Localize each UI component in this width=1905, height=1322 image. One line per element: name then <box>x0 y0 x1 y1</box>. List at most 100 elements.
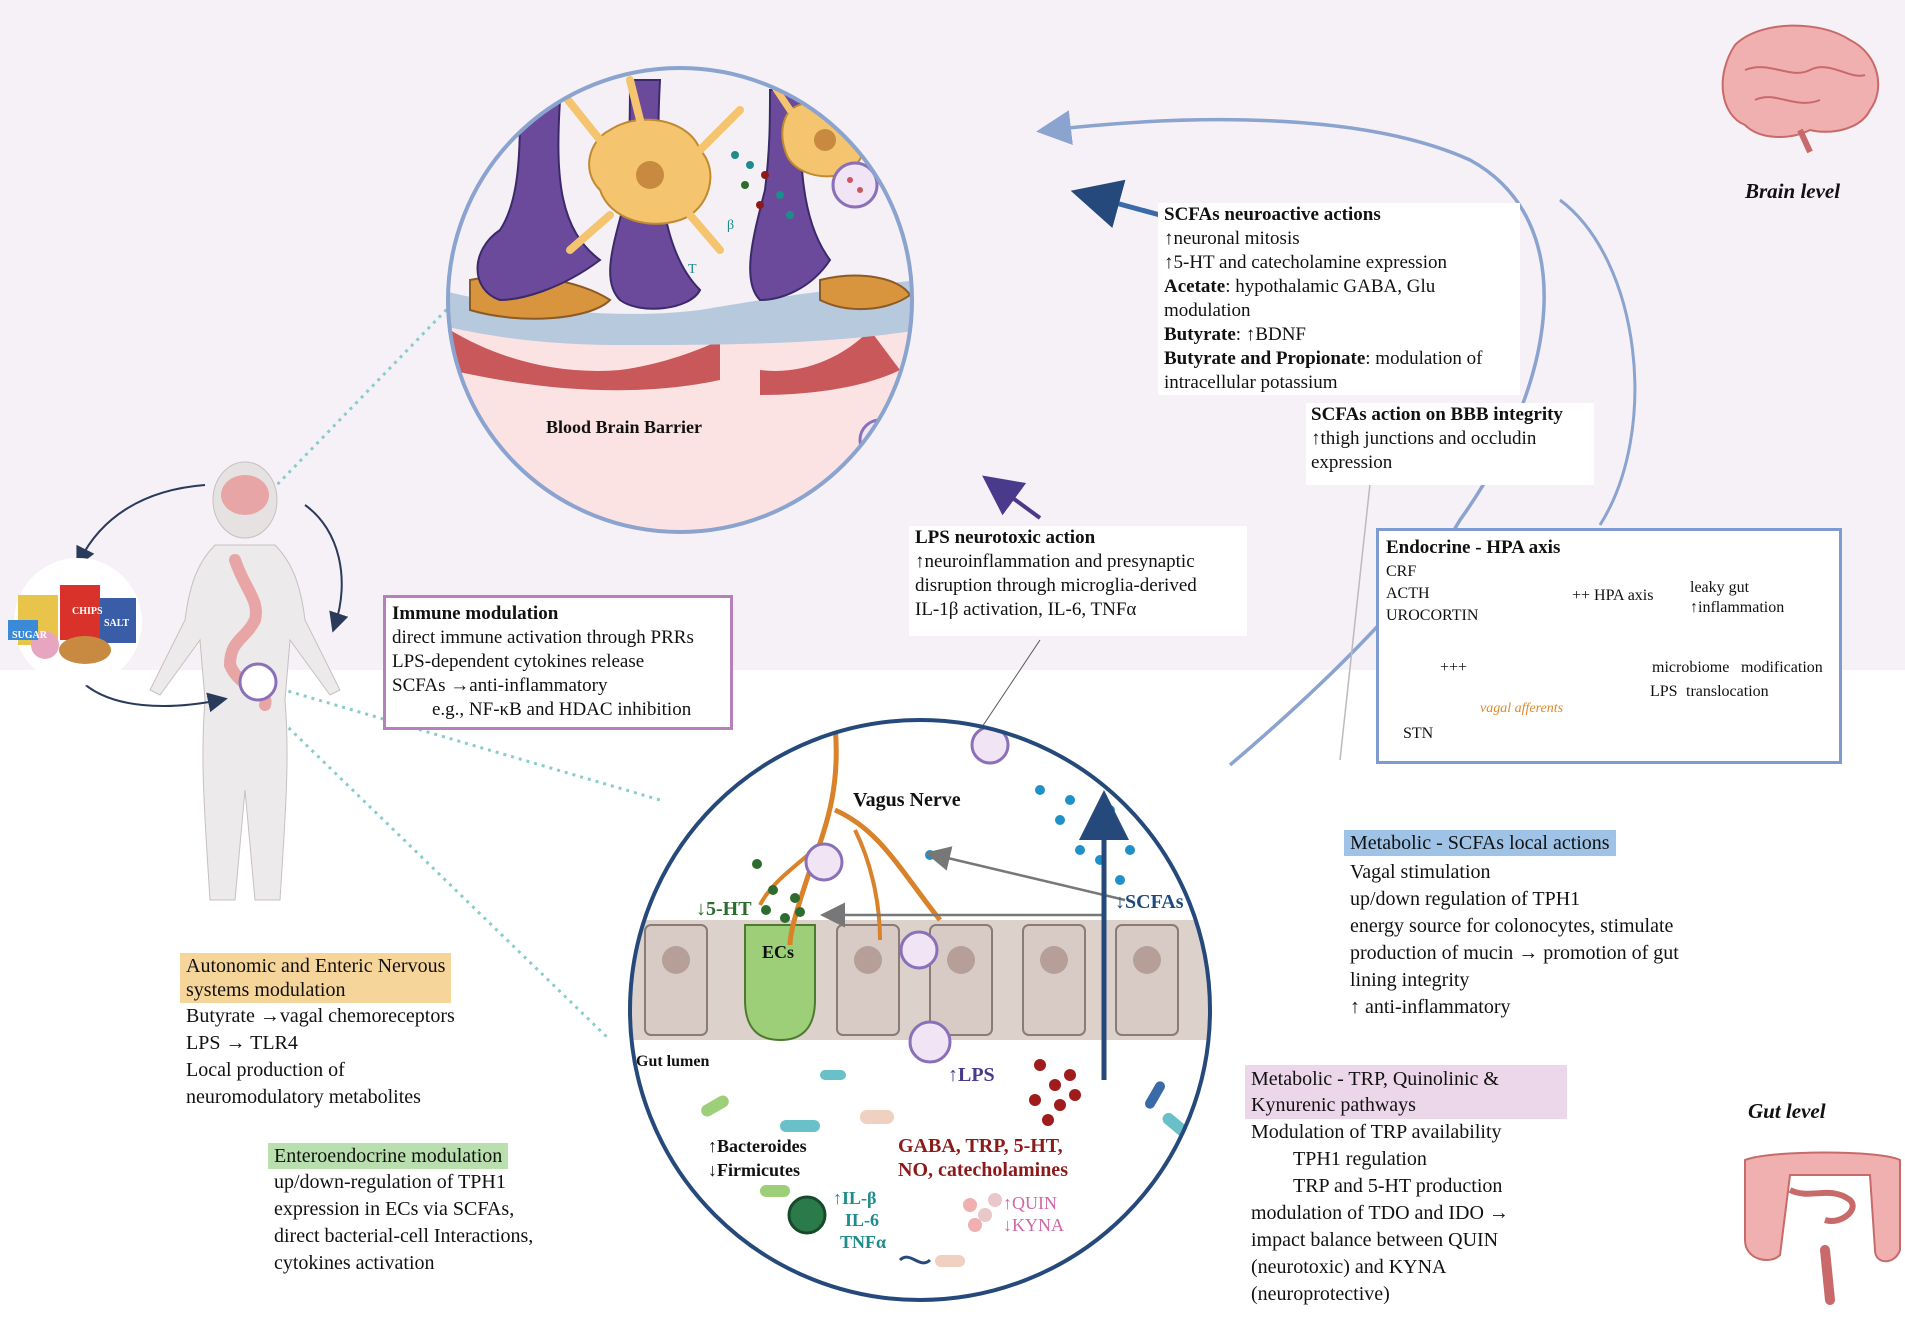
scfa-neuroactive-title: SCFAs neuroactive actions <box>1164 204 1381 225</box>
ans-line: neuromodulatory metabolites <box>186 1086 421 1108</box>
scfas-label: ↓SCFAs <box>1115 891 1184 913</box>
entero-line: cytokines activation <box>274 1252 435 1274</box>
immune-modulation-box: Immune modulation direct immune activati… <box>383 595 733 730</box>
endocrine-title: Endocrine - HPA axis <box>1386 537 1561 558</box>
scfa-neuroactive-line: ↑5-HT and catecholamine expression <box>1164 252 1447 273</box>
lps-label: ↑LPS <box>948 1064 995 1086</box>
tnf-fragment-label: T <box>688 262 697 277</box>
trp-line: impact balance between QUIN <box>1251 1229 1499 1251</box>
scfa-local-line: lining integrity <box>1350 969 1470 991</box>
scfa-local-title: Metabolic - SCFAs local actions <box>1344 830 1616 856</box>
microbiome-label: microbiome <box>1652 659 1730 676</box>
gut-circle <box>630 720 1210 1300</box>
ans-title: Autonomic and Enteric Nervous systems mo… <box>180 953 452 1003</box>
scfa-bbb-title: SCFAs action on BBB integrity <box>1311 404 1563 425</box>
lps-to-brain-arrow <box>982 475 1042 520</box>
entero-line: direct bacterial-cell Interactions, <box>274 1225 534 1247</box>
lps-neurotoxic-box: LPS neurotoxic action ↑neuroinflammation… <box>909 526 1247 636</box>
crf-label: CRF <box>1386 563 1417 580</box>
dotted-connector <box>258 698 612 1042</box>
connector-line <box>1339 483 1371 761</box>
gut-lumen-label: Gut lumen <box>636 1053 710 1070</box>
immune-line: e.g., NF-κB and HDAC inhibition <box>432 699 692 720</box>
scfa-local-box: Metabolic - SCFAs local actions Vagal st… <box>1344 830 1679 1021</box>
scfa-neuroactive-line: Butyrate and Propionate: modulation of <box>1164 348 1483 369</box>
scfa-bbb-line: expression <box>1311 452 1393 473</box>
stn-label: STN <box>1403 725 1434 742</box>
il1b-fragment-label: β <box>727 218 735 233</box>
entero-box: Enteroendocrine modulation up/down-regul… <box>268 1143 533 1277</box>
vagus-nerve-label: Vagus Nerve <box>853 789 961 811</box>
translocation-label: translocation <box>1686 683 1769 700</box>
firmicutes-label: ↓Firmicutes <box>708 1160 800 1180</box>
trp-line: (neuroprotective) <box>1251 1283 1390 1305</box>
plus-label: +++ <box>1440 659 1468 676</box>
immune-line: LPS-dependent cytokines release <box>392 651 645 672</box>
trp-title-line: Metabolic - TRP, Quinolinic & <box>1251 1068 1499 1090</box>
scfa-neuroactive-line: modulation <box>1164 300 1251 321</box>
gut-level-label: Gut level <box>1748 1099 1826 1123</box>
ans-line: Butyrate →vagal chemoreceptors <box>186 1005 455 1027</box>
ans-title-line: systems modulation <box>186 979 346 1001</box>
scfa-local-line: ↑ anti-inflammatory <box>1350 996 1511 1018</box>
scfa-local-line: production of mucin → promotion of gut <box>1350 942 1679 964</box>
gaba-label-1: GABA, TRP, 5-HT, <box>898 1135 1063 1157</box>
ecs-label: ECs <box>762 942 795 962</box>
trp-line: Modulation of TRP availability <box>1251 1121 1502 1143</box>
gut-circle-border <box>628 718 1212 1302</box>
leaky-gut-label: leaky gut <box>1690 579 1750 596</box>
trp-title-line: Kynurenic pathways <box>1251 1094 1416 1116</box>
trp-box: Metabolic - TRP, Quinolinic & Kynurenic … <box>1245 1065 1567 1308</box>
tnf-label: TNFα <box>840 1232 887 1252</box>
immune-line: SCFAs →anti-inflammatory <box>392 675 608 696</box>
ans-box: Autonomic and Enteric Nervous systems mo… <box>180 953 455 1111</box>
brain-icon <box>1721 24 1880 154</box>
lps-neurotoxic-line: IL-1β activation, IL-6, TNFα <box>915 599 1137 620</box>
scfa-bbb-line: ↑thigh junctions and occludin <box>1311 428 1537 449</box>
trp-line: TRP and 5-HT production <box>1293 1175 1503 1197</box>
ans-line: Local production of <box>186 1059 345 1081</box>
bacteroides-label: ↑Bacteroides <box>708 1136 807 1156</box>
lps-neurotoxic-line: ↑neuroinflammation and presynaptic <box>915 551 1195 572</box>
modification-label: modification <box>1741 659 1823 676</box>
scfa-neuroactive-line: Butyrate: ↑BDNF <box>1164 324 1306 345</box>
acth-label: ACTH <box>1386 585 1430 602</box>
trp-title: Metabolic - TRP, Quinolinic & Kynurenic … <box>1245 1065 1567 1119</box>
il-beta-label: ↑IL-β <box>833 1188 877 1208</box>
bbb-label: Blood Brain Barrier <box>546 417 702 437</box>
trp-line: (neurotoxic) and KYNA <box>1251 1256 1447 1278</box>
hpa-axis-label: ++ HPA axis <box>1572 587 1654 604</box>
salt-label: SALT <box>104 618 130 629</box>
il-6-label: IL-6 <box>845 1210 880 1230</box>
vagal-afferents-label: vagal afferents <box>1480 701 1564 716</box>
junk-food-icon <box>8 558 142 686</box>
intestine-icon <box>1744 1151 1901 1305</box>
lps-neurotoxic-title: LPS neurotoxic action <box>915 527 1096 548</box>
chips-label: CHIPS <box>72 606 103 617</box>
brain-level-label: Brain level <box>1745 179 1841 203</box>
scfa-neuroactive-box: SCFAs neuroactive actions ↑neuronal mito… <box>1158 203 1520 395</box>
scfa-local-line: Vagal stimulation <box>1350 861 1491 883</box>
urocortin-label: UROCORTIN <box>1386 607 1479 624</box>
scfa-neuroactive-line: ↑neuronal mitosis <box>1164 228 1300 249</box>
inflammation-label: ↑inflammation <box>1690 599 1785 616</box>
dotted-connector <box>270 273 482 492</box>
sugar-label: SUGAR <box>12 630 48 641</box>
ans-line: LPS → TLR4 <box>186 1032 298 1054</box>
quin-label: ↑QUIN <box>1003 1193 1057 1213</box>
lps-box-label: LPS <box>1650 683 1678 700</box>
endocrine-hpa-box <box>1376 528 1842 764</box>
scfa-to-brain-arrow <box>1070 179 1161 228</box>
scfa-local-line: energy source for colonocytes, stimulate <box>1350 915 1674 937</box>
5ht-label: ↓5-HT <box>696 898 752 920</box>
bbb-circle <box>448 68 912 532</box>
lps-neurotoxic-line: disruption through microglia-derived <box>915 575 1197 596</box>
scfa-neuroactive-line: intracellular potassium <box>1164 372 1338 393</box>
entero-line: up/down-regulation of TPH1 <box>274 1171 506 1193</box>
immune-title: Immune modulation <box>392 603 559 624</box>
bbb-circle-border <box>446 66 914 534</box>
ans-title-line: Autonomic and Enteric Nervous <box>186 955 446 977</box>
gaba-label-2: NO, catecholamines <box>898 1159 1068 1181</box>
entero-line: expression in ECs via SCFAs, <box>274 1198 515 1220</box>
